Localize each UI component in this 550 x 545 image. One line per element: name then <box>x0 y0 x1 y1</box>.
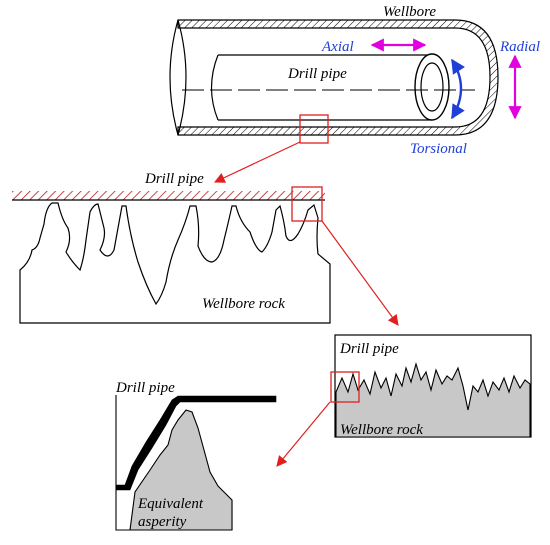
equivalent-asperity-shape <box>129 409 233 531</box>
axial-label: Axial <box>321 39 354 55</box>
torsional-arrow <box>450 58 466 120</box>
asperity-panel: Drill pipe Equivalent asperity <box>115 380 277 531</box>
drill-pipe-label-mid: Drill pipe <box>144 171 204 187</box>
zoom-arrow-2 <box>321 220 399 326</box>
wellbore-rock-outline <box>19 202 331 324</box>
equivalent-label-line1: Equivalent <box>137 496 204 512</box>
zoom-box-1 <box>299 114 329 144</box>
zoom-box-3 <box>330 371 360 403</box>
wellbore-section: Wellbore Axial Radial Drill pipe Torsion… <box>169 4 540 157</box>
torsional-label: Torsional <box>410 141 467 157</box>
wellbore-left-end <box>169 19 179 136</box>
rock-contact-section: Drill pipe Wellbore rock <box>12 171 331 324</box>
drill-pipe-label-top: Drill pipe <box>287 66 347 82</box>
zoom-arrow-3 <box>276 401 331 467</box>
wellbore-rock-label-zoom: Wellbore rock <box>340 422 423 438</box>
wellbore-left-end-inner <box>177 19 187 136</box>
radial-label: Radial <box>499 39 540 55</box>
zoom-box-2 <box>291 186 323 222</box>
drill-pipe-label-asperity: Drill pipe <box>115 380 175 396</box>
drill-pipe-end-inner <box>420 62 444 112</box>
wellbore-rock-label-mid: Wellbore rock <box>202 296 285 312</box>
drill-pipe <box>210 53 450 121</box>
zoom-rock-profile <box>335 362 531 438</box>
zoom-arrow-1 <box>214 141 301 183</box>
wellbore-label: Wellbore <box>383 4 436 20</box>
drill-pipe-surface-hatch <box>12 191 325 200</box>
asperity-drill-pipe-edge <box>115 395 277 491</box>
zoom-panel: Drill pipe Wellbore rock <box>330 334 532 438</box>
drill-pipe-label-zoom: Drill pipe <box>339 341 399 357</box>
equivalent-label-line2: asperity <box>138 514 187 530</box>
